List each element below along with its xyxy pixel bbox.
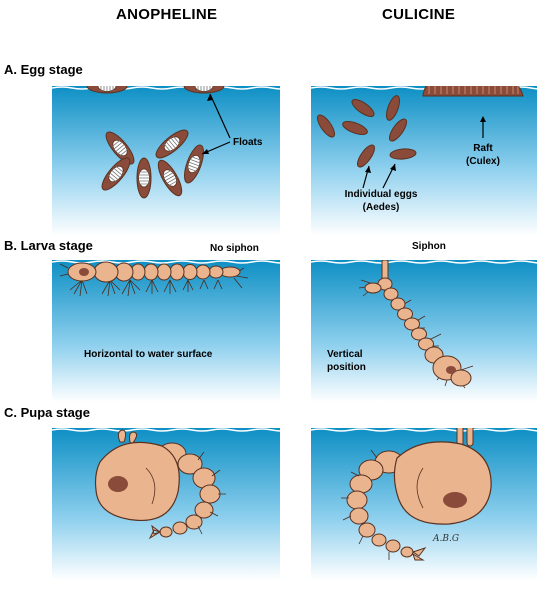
floats-label: Floats [233, 137, 263, 148]
no-siphon-label: No siphon [210, 243, 259, 254]
anopheline-pupa-panel [52, 428, 280, 580]
culicine-egg-panel: Raft (Culex) Individual eggs (Aedes) [311, 86, 537, 236]
culicine-pupa-panel: A.B.G [311, 428, 537, 580]
culicine-pupa-illustration [311, 428, 537, 580]
pupa-stage-heading: C. Pupa stage [4, 405, 90, 420]
anopheline-egg-panel: Floats [52, 86, 280, 236]
culicine-larva-panel: Vertical position [311, 260, 537, 402]
anopheline-heading: ANOPHELINE [116, 6, 218, 23]
anopheline-pupa-illustration [52, 428, 280, 580]
anopheline-larva-panel: Horizontal to water surface [52, 260, 280, 402]
horizontal-label: Horizontal to water surface [84, 349, 213, 360]
artist-signature: A.B.G [433, 534, 460, 544]
anopheline-egg-illustration [52, 86, 280, 236]
individual-eggs-label: Individual eggs (Aedes) [331, 188, 431, 214]
egg-stage-heading: A. Egg stage [4, 62, 83, 77]
culicine-heading: CULICINE [382, 6, 456, 23]
vertical-label-line2: position [327, 362, 366, 373]
individual-eggs-label-line1: Individual eggs [344, 189, 418, 200]
siphon-label: Siphon [412, 241, 446, 252]
larva-stage-heading: B. Larva stage [4, 238, 93, 253]
vertical-label-line1: Vertical [327, 349, 363, 360]
culicine-egg-illustration [311, 86, 537, 236]
raft-label-line1: Raft [473, 143, 493, 154]
anopheline-larva-illustration [52, 260, 280, 402]
raft-label-line2: (Culex) [466, 156, 500, 167]
vertical-position-label: Vertical position [327, 348, 366, 374]
culicine-larva-illustration [311, 260, 537, 402]
individual-eggs-label-line2: (Aedes) [362, 202, 400, 213]
raft-label: Raft (Culex) [457, 142, 509, 168]
